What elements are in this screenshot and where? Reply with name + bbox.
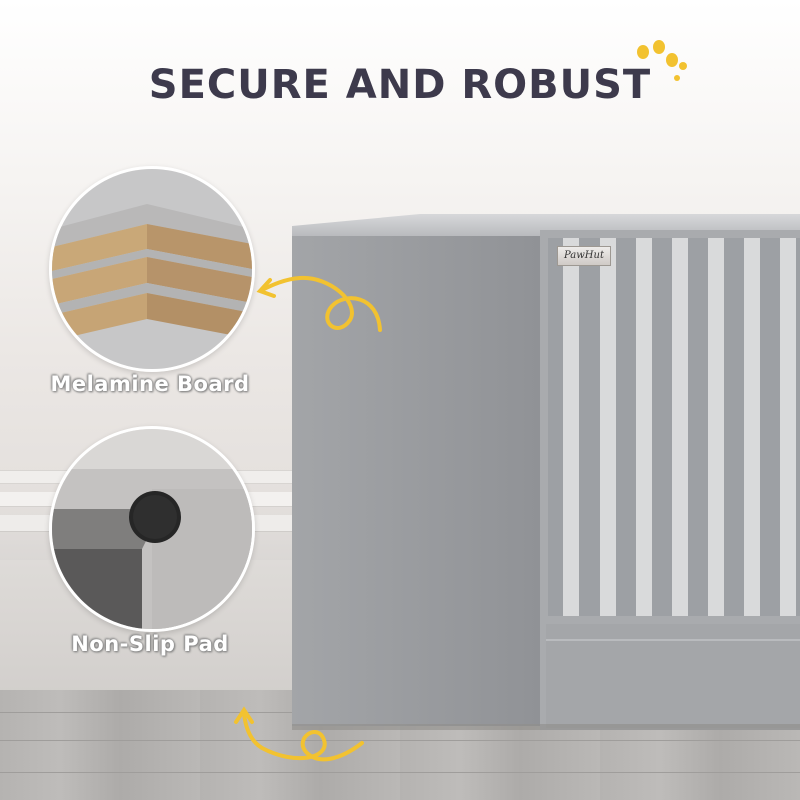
brand-tag: PawHut	[557, 246, 611, 266]
paw-prints-icon	[637, 40, 687, 81]
non-slip-pad-closeup	[49, 426, 255, 632]
floor-plank-line	[0, 772, 800, 773]
melamine-board-closeup	[49, 166, 255, 372]
feature-label: Melamine Board	[50, 372, 250, 396]
cabinet-base-drawer	[546, 624, 800, 728]
curly-arrow-icon	[234, 706, 364, 762]
feature-label: Non-Slip Pad	[71, 632, 229, 656]
curly-arrow-icon	[256, 275, 382, 332]
door-stripes	[563, 238, 796, 616]
pad-image	[52, 429, 252, 629]
floor-plank-line	[0, 740, 800, 741]
headline: SECURE AND ROBUST	[148, 62, 652, 108]
board-layers-image	[52, 169, 252, 369]
cabinet-side-panel	[292, 236, 542, 726]
